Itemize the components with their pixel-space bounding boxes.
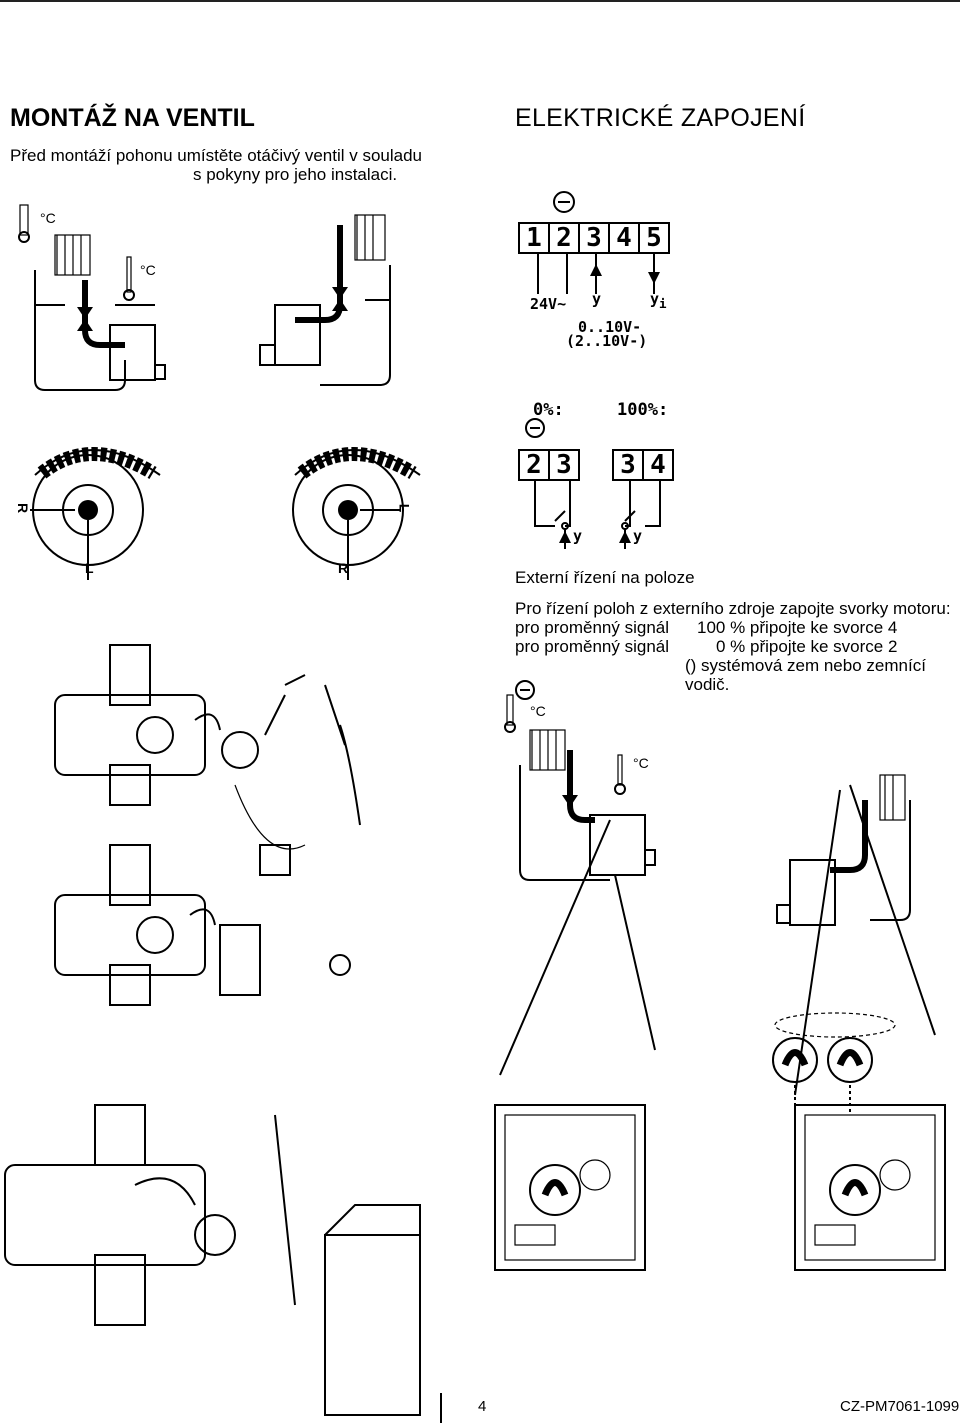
terminal-block-0pct: 2 3 [518, 449, 580, 481]
ext-line-3a: pro proměnný signál [515, 637, 670, 656]
valve-installation-diagram [18, 204, 391, 391]
intro-line-2: s pokyny pro jeho instalaci. [193, 165, 398, 184]
terminal-wires [537, 254, 660, 294]
pct-0-label: 0%: [533, 400, 564, 420]
label-y: y [592, 290, 602, 308]
ext-line-4: () systémová zem nebo zemnící [685, 656, 926, 675]
terminal-5: 5 [640, 222, 670, 254]
ext-line-2a: pro proměnný signál [515, 618, 670, 637]
ground-symbol-2 [525, 418, 545, 438]
temp-unit-b: °C [140, 262, 156, 278]
actuator-wiring-diagram [494, 694, 946, 1271]
actuator-assembly-drawing [4, 644, 421, 1416]
pct-100-label: 100%: [617, 400, 669, 420]
terminal-2: 2 [550, 222, 580, 254]
temp-unit-a: °C [40, 210, 56, 226]
top-rule [0, 0, 960, 2]
terminal-block-a-3: 3 [550, 449, 580, 481]
dial-left-bottom-label: L [85, 560, 94, 576]
label-24v: 24V~ [530, 295, 567, 313]
page-number: 4 [478, 1398, 487, 1415]
terminal-4: 4 [610, 222, 640, 254]
terminal-block-b-3: 3 [612, 449, 644, 481]
terminal-1: 1 [518, 222, 550, 254]
temp-unit-d: °C [633, 755, 649, 771]
switch-wiring [534, 481, 661, 549]
dial-right-bottom-label: R [338, 560, 349, 576]
ext-line-5: vodič. [685, 675, 730, 694]
footer-divider [440, 1393, 442, 1423]
doc-code: CZ-PM7061-1099 [840, 1398, 960, 1415]
range-2-10v: (2..10V-) [566, 332, 648, 350]
left-title: MONTÁŽ NA VENTIL [10, 104, 255, 132]
range-0-10v: 0..10V- [578, 318, 642, 336]
right-title: ELEKTRICKÉ ZAPOJENÍ [515, 104, 806, 132]
terminal-block-100pct: 3 4 [612, 449, 674, 481]
ext-line-2b: 100 % připojte ke svorce 4 [697, 618, 898, 637]
y-label-a: y [573, 527, 583, 545]
terminal-block-a-2: 2 [518, 449, 550, 481]
terminal-3: 3 [580, 222, 610, 254]
ext-line-1: Pro řízení poloh z externího zdroje zapo… [515, 599, 951, 618]
rotation-dial-diagram [30, 447, 421, 580]
label-yi: yi [650, 290, 667, 311]
terminal-block-b-4: 4 [644, 449, 674, 481]
ground-symbol-3 [515, 680, 535, 700]
intro-line-1: Před montáží pohonu umístěte otáčivý ven… [10, 146, 423, 165]
y-label-b: y [633, 527, 643, 545]
ext-line-3b: 0 % připojte ke svorce 2 [716, 637, 898, 656]
ext-title: Externí řízení na poloze [515, 568, 695, 587]
terminal-strip: 1 2 3 4 5 [518, 222, 670, 254]
temp-unit-c: °C [530, 703, 546, 719]
ground-symbol [553, 191, 575, 213]
